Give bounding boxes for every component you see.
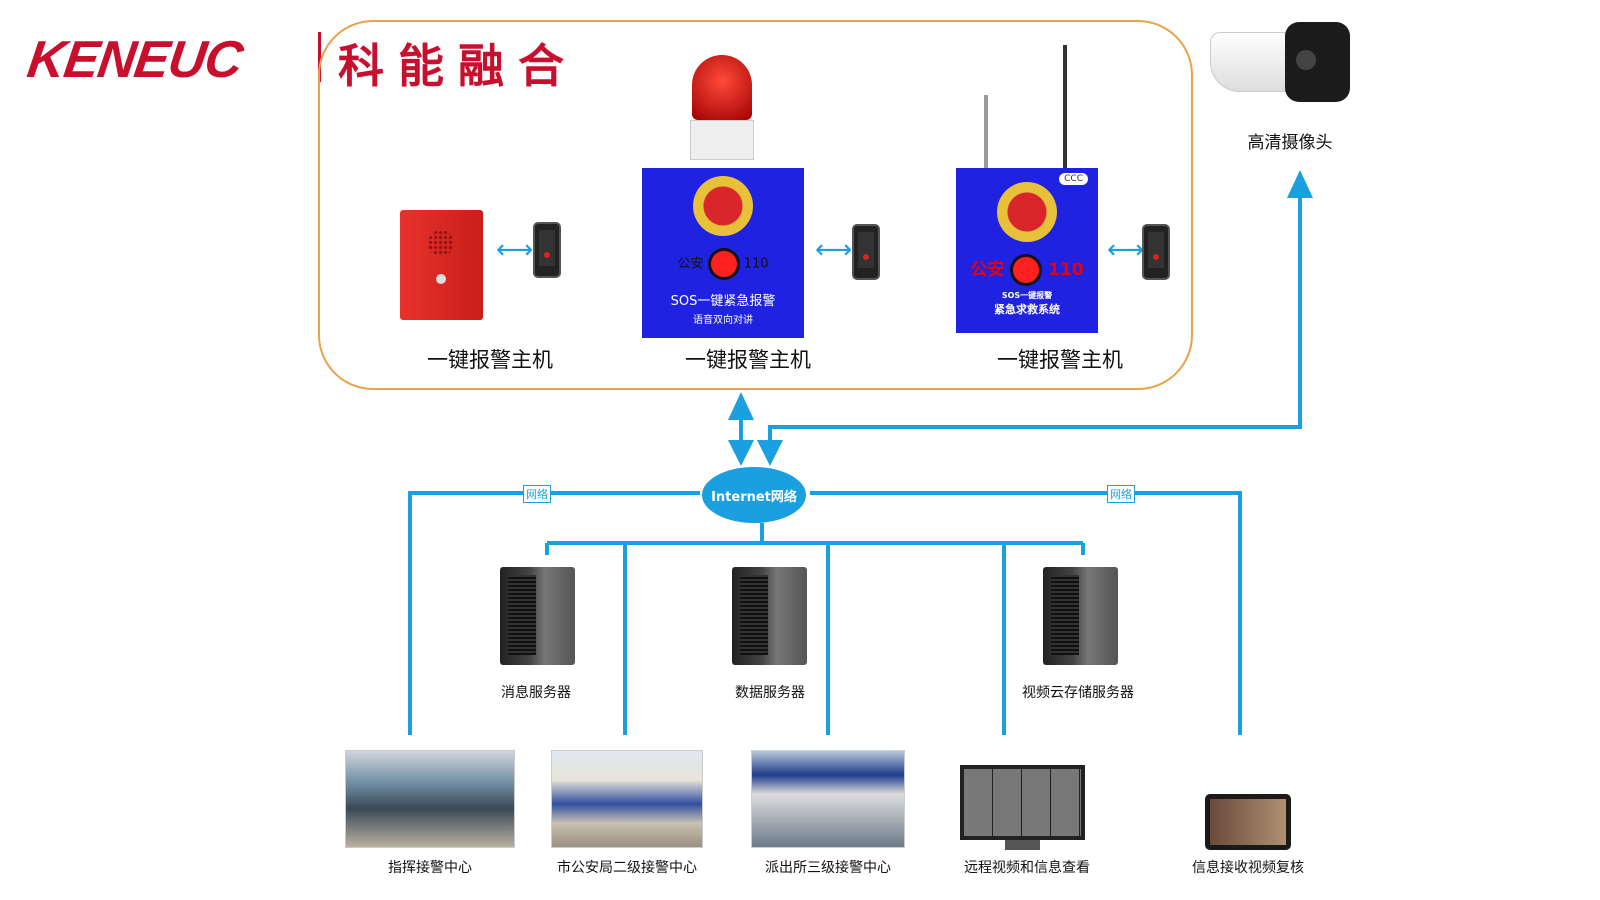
alarm-panel: 公安 110 SOS一键紧急报警 语音双向对讲 (642, 168, 804, 338)
hd-camera-icon (1210, 22, 1350, 102)
bidirectional-arrow-icon: ⟷ (815, 235, 853, 265)
antenna-icon (984, 95, 988, 168)
bidirectional-arrow-icon: ⟷ (1107, 235, 1145, 265)
network-tag: 网络 (523, 485, 551, 503)
antenna-icon (1063, 45, 1067, 168)
server-label: 数据服务器 (735, 685, 805, 701)
police-station-photo (751, 750, 905, 848)
bidirectional-arrow-icon: ⟷ (496, 235, 534, 265)
panel-right-text: 110 (743, 256, 769, 272)
sos-button-icon (1010, 254, 1043, 286)
panel-right-text: 110 (1048, 260, 1084, 280)
panel-line2: 语音双向对讲 (693, 315, 753, 326)
camera-label: 高清摄像头 (1247, 133, 1333, 153)
server-icon (1043, 567, 1118, 665)
arrow-down-icon (728, 440, 754, 466)
server-icon (732, 567, 807, 665)
device-label: 一键报警主机 (685, 348, 811, 372)
internet-hub-label: Internet网络 (711, 490, 797, 505)
device-label: 一键报警主机 (997, 348, 1123, 372)
arrow-down-icon (757, 440, 783, 466)
panel-line1: SOS一键紧急报警 (670, 294, 776, 309)
police-emblem-icon (693, 176, 753, 236)
endpoint-label: 派出所三级接警中心 (765, 860, 891, 876)
endpoint-label: 远程视频和信息查看 (964, 860, 1090, 876)
panel-line1: SOS一键报警 (1001, 291, 1053, 300)
logo-cn-text: 科能融合 (338, 39, 578, 93)
monitor-stand (1005, 840, 1040, 850)
alarm-devices-group (318, 20, 1193, 390)
alarm-panel: CCC 公安 110 SOS一键报警 紧急求救系统 (956, 168, 1098, 333)
monitor-icon (960, 765, 1085, 840)
arrow-up-icon (728, 392, 754, 420)
beacon-light-icon (690, 55, 754, 165)
tablet-icon (1205, 794, 1291, 850)
arrow-up-icon (1287, 170, 1313, 198)
device-label: 一键报警主机 (427, 348, 553, 372)
network-tag: 网络 (1107, 485, 1135, 503)
panel-left-text: 公安 (970, 260, 1005, 280)
city-police-bureau-photo (551, 750, 703, 848)
phone-icon (852, 224, 880, 280)
police-emblem-icon (997, 182, 1057, 242)
sos-button-icon (707, 248, 740, 280)
red-alarm-box (400, 210, 483, 320)
server-icon (500, 567, 575, 665)
server-label: 消息服务器 (501, 685, 571, 701)
panel-left-text: 公安 (677, 256, 704, 272)
server-label: 视频云存储服务器 (1022, 685, 1134, 701)
phone-icon (1142, 224, 1170, 280)
endpoint-label: 信息接收视频复核 (1192, 860, 1304, 876)
endpoint-label: 市公安局二级接警中心 (557, 860, 697, 876)
phone-icon (533, 222, 561, 278)
endpoint-label: 指挥接警中心 (388, 860, 472, 876)
logo-divider (318, 32, 321, 82)
command-center-photo (345, 750, 515, 848)
panel-line2: 紧急求救系统 (994, 303, 1060, 316)
ccc-badge: CCC (1059, 173, 1088, 185)
